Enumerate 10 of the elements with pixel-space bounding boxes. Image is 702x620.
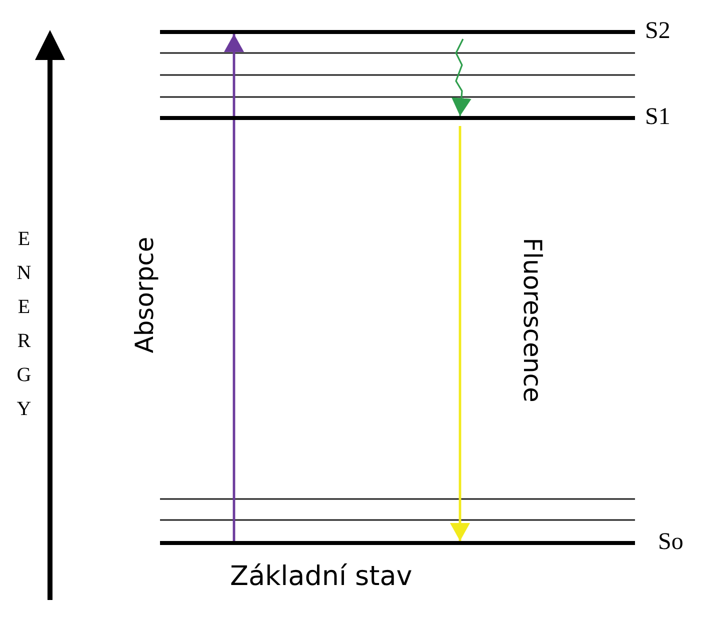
energy-level-label: So [658, 529, 684, 555]
arrow [224, 34, 244, 541]
state-caption: Základní stav [230, 560, 412, 594]
energy-level-label: S1 [645, 104, 670, 130]
axis-label: ENERGY [16, 227, 32, 422]
arrow [450, 126, 470, 541]
edge-label: Fluorescence [517, 238, 547, 402]
arrow [451, 38, 472, 116]
edge-label: Absorpce [130, 236, 160, 354]
energy-level-label: S2 [645, 18, 670, 44]
